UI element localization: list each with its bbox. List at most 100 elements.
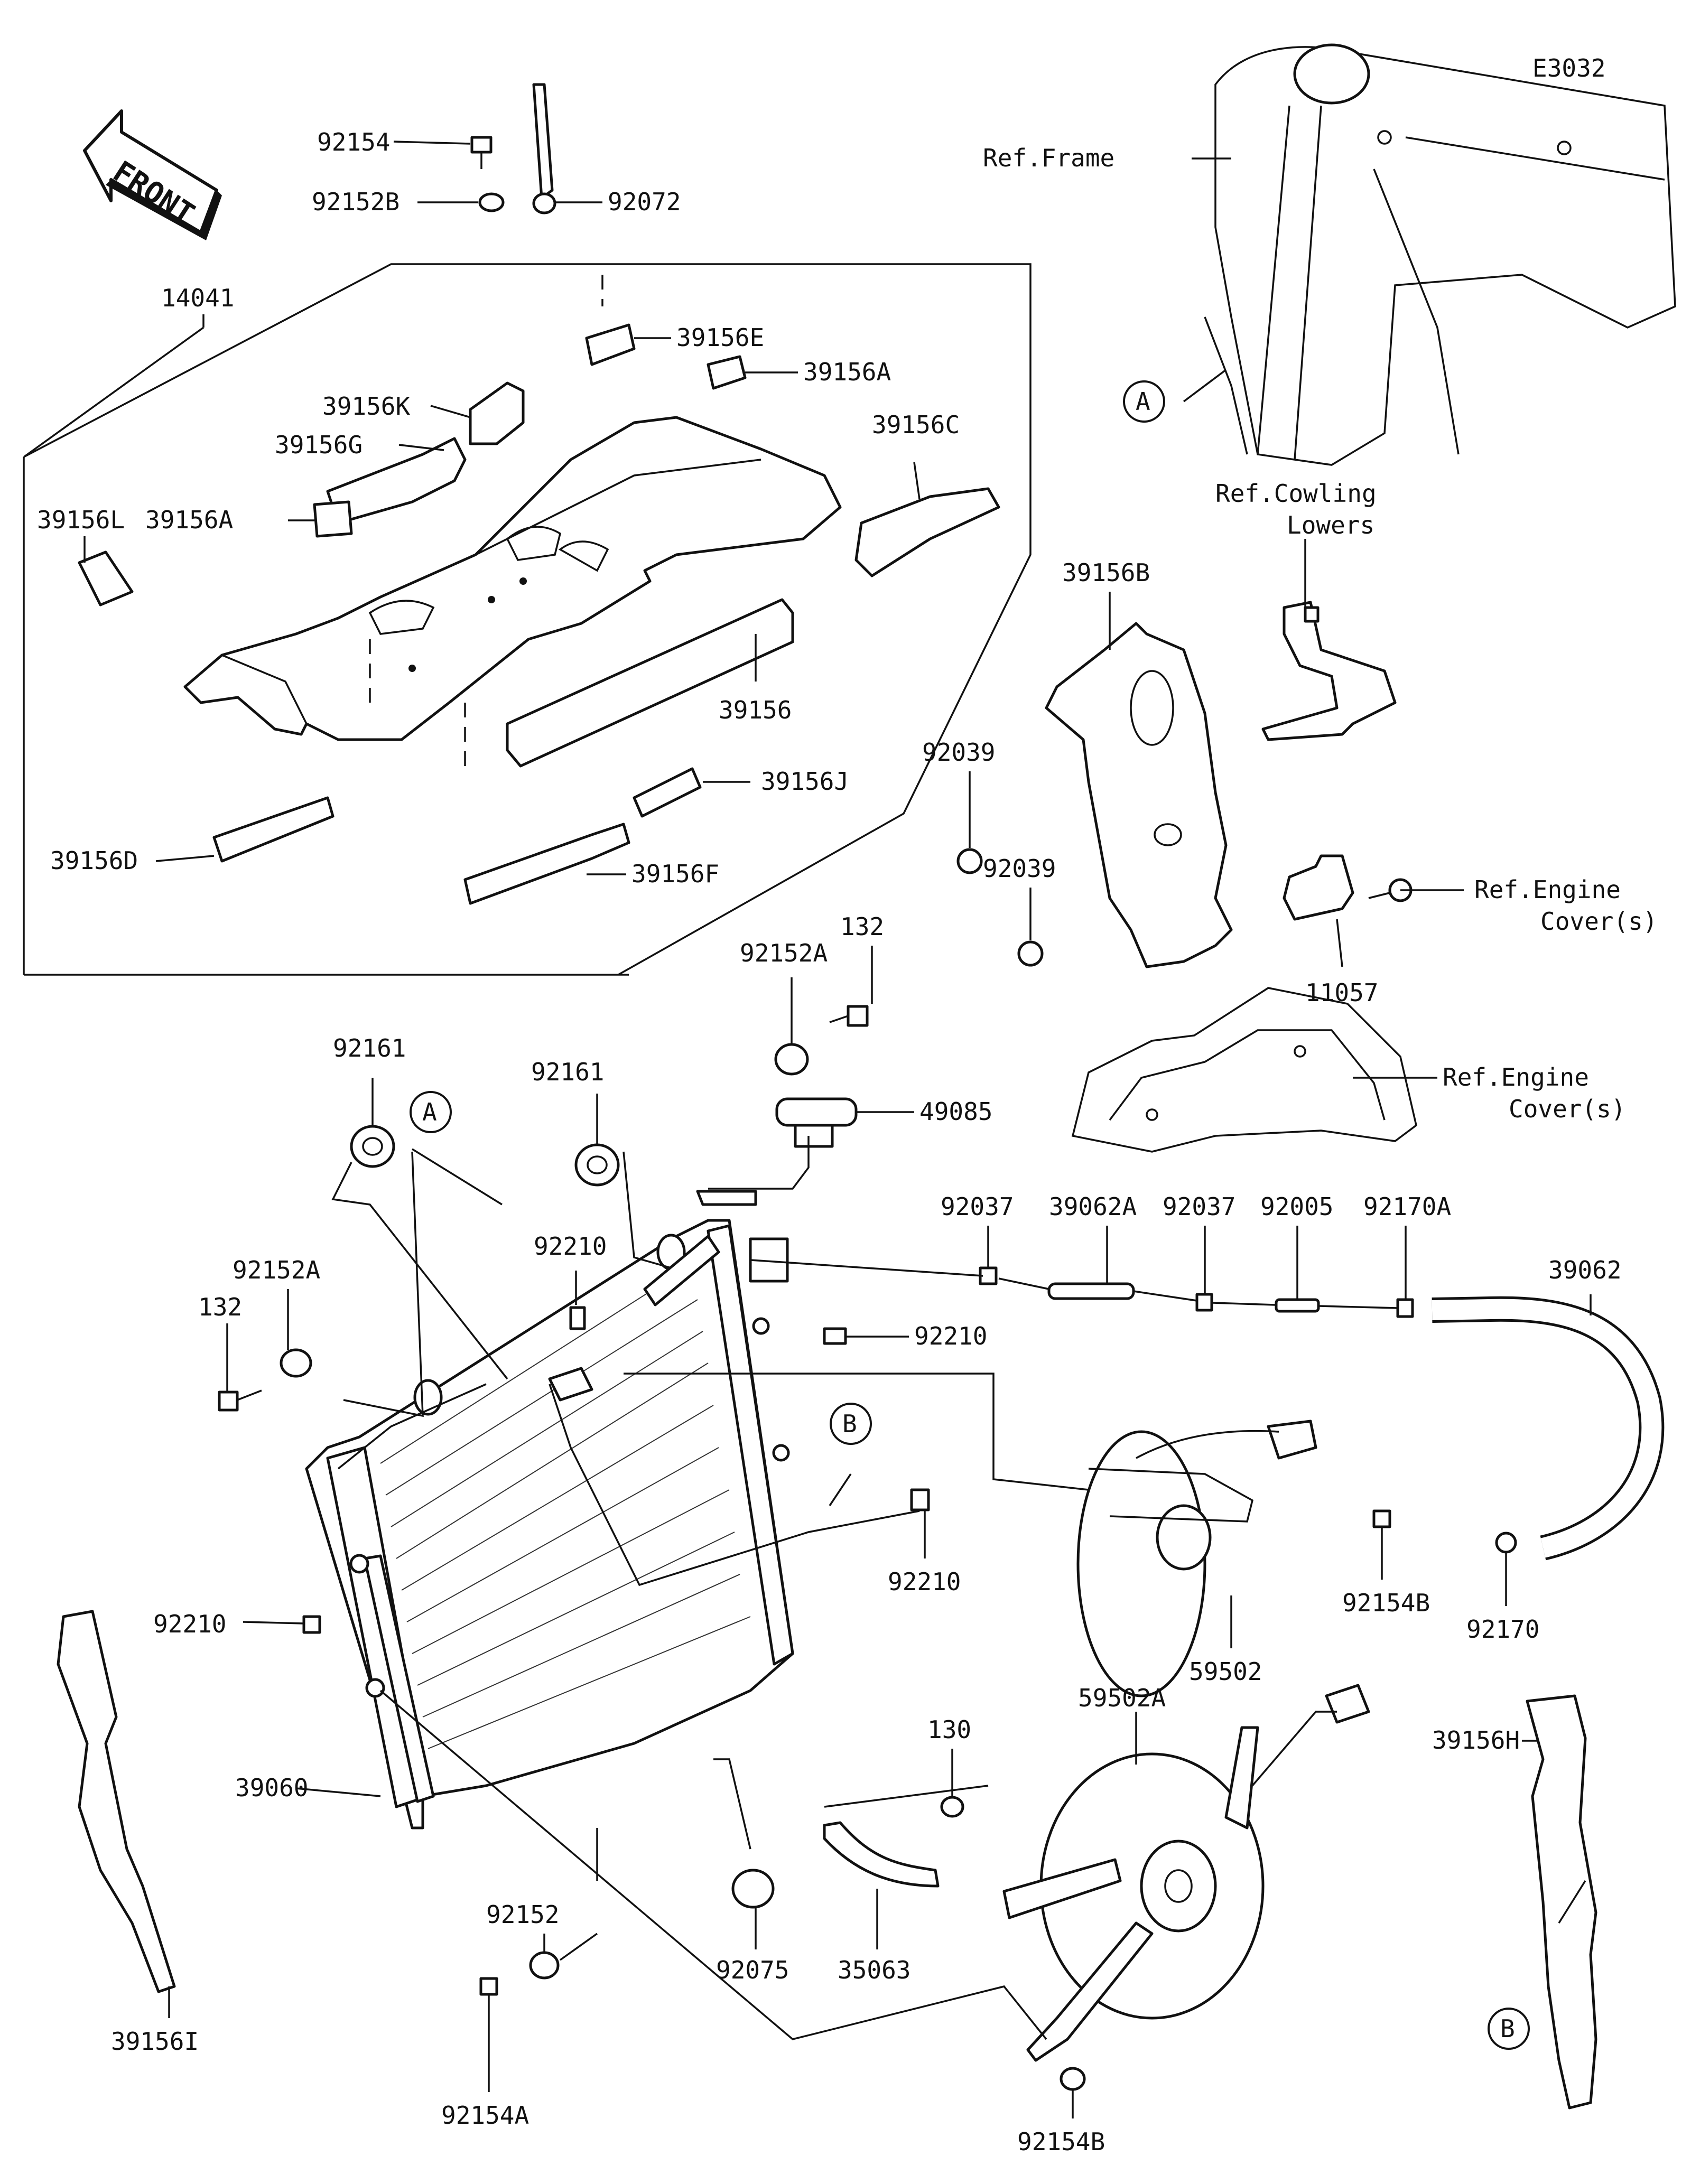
foam-pad-39156E — [585, 323, 636, 366]
label-39060: 39060 — [235, 1774, 308, 1802]
label-49085: 49085 — [919, 1097, 992, 1126]
label-35063: 35063 — [838, 1956, 910, 1984]
label-39156I: 39156I — [111, 2027, 199, 2056]
washer-92152B — [478, 192, 505, 212]
radiator-cap-49085 — [775, 1097, 858, 1148]
foam-pad-39156 — [506, 598, 794, 768]
cooling-fan-59502A — [1002, 1684, 1370, 2062]
label-132-left: 132 — [198, 1293, 242, 1321]
label-92210-top: 92210 — [534, 1232, 607, 1261]
diagram-code: E3032 — [1532, 54, 1605, 82]
clip-92210-left — [302, 1615, 321, 1634]
cowling-bracket — [1261, 601, 1397, 741]
ref-engine-cover-2-line1: Ref.Engine — [1443, 1063, 1589, 1091]
label-39156H: 39156H — [1432, 1726, 1520, 1754]
bolt-92154A — [479, 1977, 498, 2015]
grommet-92075 — [731, 1869, 775, 1909]
grommet-92161-left — [350, 1125, 395, 1168]
label-92154B-bottom: 92154B — [1017, 2127, 1105, 2156]
ref-engine-cover-2-line2: Cover(s) — [1509, 1095, 1626, 1123]
foam-pad-39156K — [469, 381, 525, 445]
bolt-92154B-mid — [1372, 1509, 1391, 1545]
label-39156A-left: 39156A — [145, 506, 233, 534]
ref-engine-cover-1-line1: Ref.Engine — [1474, 875, 1621, 904]
label-92037-a: 92037 — [941, 1192, 1014, 1221]
label-92152B: 92152B — [312, 188, 399, 216]
collar-92152A-top — [774, 1043, 809, 1076]
clip-92210-top — [569, 1306, 586, 1330]
hose-39062 — [1432, 1296, 1665, 1561]
label-11057: 11057 — [1305, 978, 1378, 1007]
label-39062: 39062 — [1548, 1256, 1621, 1284]
label-59502: 59502 — [1189, 1657, 1262, 1686]
label-39156F: 39156F — [631, 860, 719, 888]
foam-pad-39156L — [78, 550, 134, 606]
label-92161-mid: 92161 — [531, 1058, 604, 1086]
label-92161-left: 92161 — [333, 1034, 406, 1062]
svg-text:B: B — [842, 1410, 857, 1438]
ref-frame-label: Ref.Frame — [983, 144, 1114, 172]
bolt-132-left — [218, 1389, 262, 1412]
label-39156A-top: 39156A — [803, 358, 891, 386]
foam-pad-39156A-left — [313, 500, 353, 538]
bracket-11057 — [1283, 854, 1354, 921]
label-39156L: 39156L — [37, 506, 125, 534]
callout-b-right: B — [1488, 2008, 1530, 2050]
duct-assembly-box — [23, 263, 1032, 976]
label-92154: 92154 — [317, 128, 390, 156]
label-39156G: 39156G — [275, 431, 363, 459]
label-92154A: 92154A — [441, 2101, 529, 2130]
label-39156J: 39156J — [761, 767, 849, 796]
label-130: 130 — [927, 1715, 971, 1744]
label-39156: 39156 — [719, 696, 792, 724]
label-39156B: 39156B — [1062, 558, 1150, 587]
label-92154B-mid: 92154B — [1342, 1589, 1430, 1617]
bracket-35063 — [823, 1821, 940, 1888]
ref-cowling-label-line1: Ref.Cowling — [1215, 479, 1377, 508]
label-92170: 92170 — [1466, 1615, 1539, 1644]
label-92039-a: 92039 — [922, 738, 995, 767]
bleed-pipe-92072 — [532, 83, 556, 214]
fitting-92005 — [1275, 1298, 1320, 1313]
collar-92152A-left — [280, 1348, 312, 1378]
label-14041: 14041 — [161, 284, 234, 312]
front-arrow-icon: FRONT — [83, 109, 222, 240]
frame-reference — [1204, 43, 1676, 466]
engine-cover-reference — [1071, 987, 1417, 1153]
hose-clamp-92037-b — [1195, 1293, 1213, 1312]
label-39156D: 39156D — [50, 846, 138, 875]
bolt-92039-b — [1017, 940, 1044, 967]
clip-92210-right — [910, 1488, 930, 1511]
foam-pad-39156D — [212, 796, 335, 863]
label-39156K: 39156K — [322, 392, 410, 421]
callout-b-mid: B — [830, 1403, 872, 1445]
label-92037-b: 92037 — [1163, 1192, 1235, 1221]
air-duct-shroud — [183, 416, 842, 741]
label-92210-right: 92210 — [888, 1567, 961, 1596]
hose-clamp-92170 — [1495, 1532, 1517, 1554]
side-cover-39156I — [57, 1610, 176, 1993]
label-39156C: 39156C — [872, 410, 960, 439]
label-59502A: 59502A — [1078, 1684, 1166, 1712]
label-92039-b: 92039 — [983, 854, 1056, 883]
center-cover-39156B — [1045, 622, 1233, 968]
label-92152A-top: 92152A — [740, 939, 828, 967]
clip-92210-mid — [823, 1327, 847, 1345]
radiator-39060 — [305, 1190, 794, 1830]
foam-pad-39156F — [463, 823, 630, 905]
ref-engine-cover-1-line2: Cover(s) — [1540, 907, 1658, 936]
label-92072: 92072 — [608, 188, 681, 216]
hose-39062A — [1047, 1282, 1135, 1300]
label-92152A-left: 92152A — [233, 1256, 320, 1284]
foam-pad-39156A-top — [707, 355, 747, 390]
label-92170A: 92170A — [1363, 1192, 1451, 1221]
bolt-92039-a — [956, 848, 983, 874]
label-39062A: 39062A — [1049, 1192, 1137, 1221]
callout-a-left: A — [410, 1091, 452, 1133]
bolt-132-top — [829, 1005, 869, 1027]
label-92005: 92005 — [1260, 1192, 1333, 1221]
cooling-fan-59502 — [1076, 1420, 1317, 1697]
ref-cowling-label-line2: Lowers — [1287, 511, 1374, 539]
bolt-92154 — [470, 136, 493, 169]
